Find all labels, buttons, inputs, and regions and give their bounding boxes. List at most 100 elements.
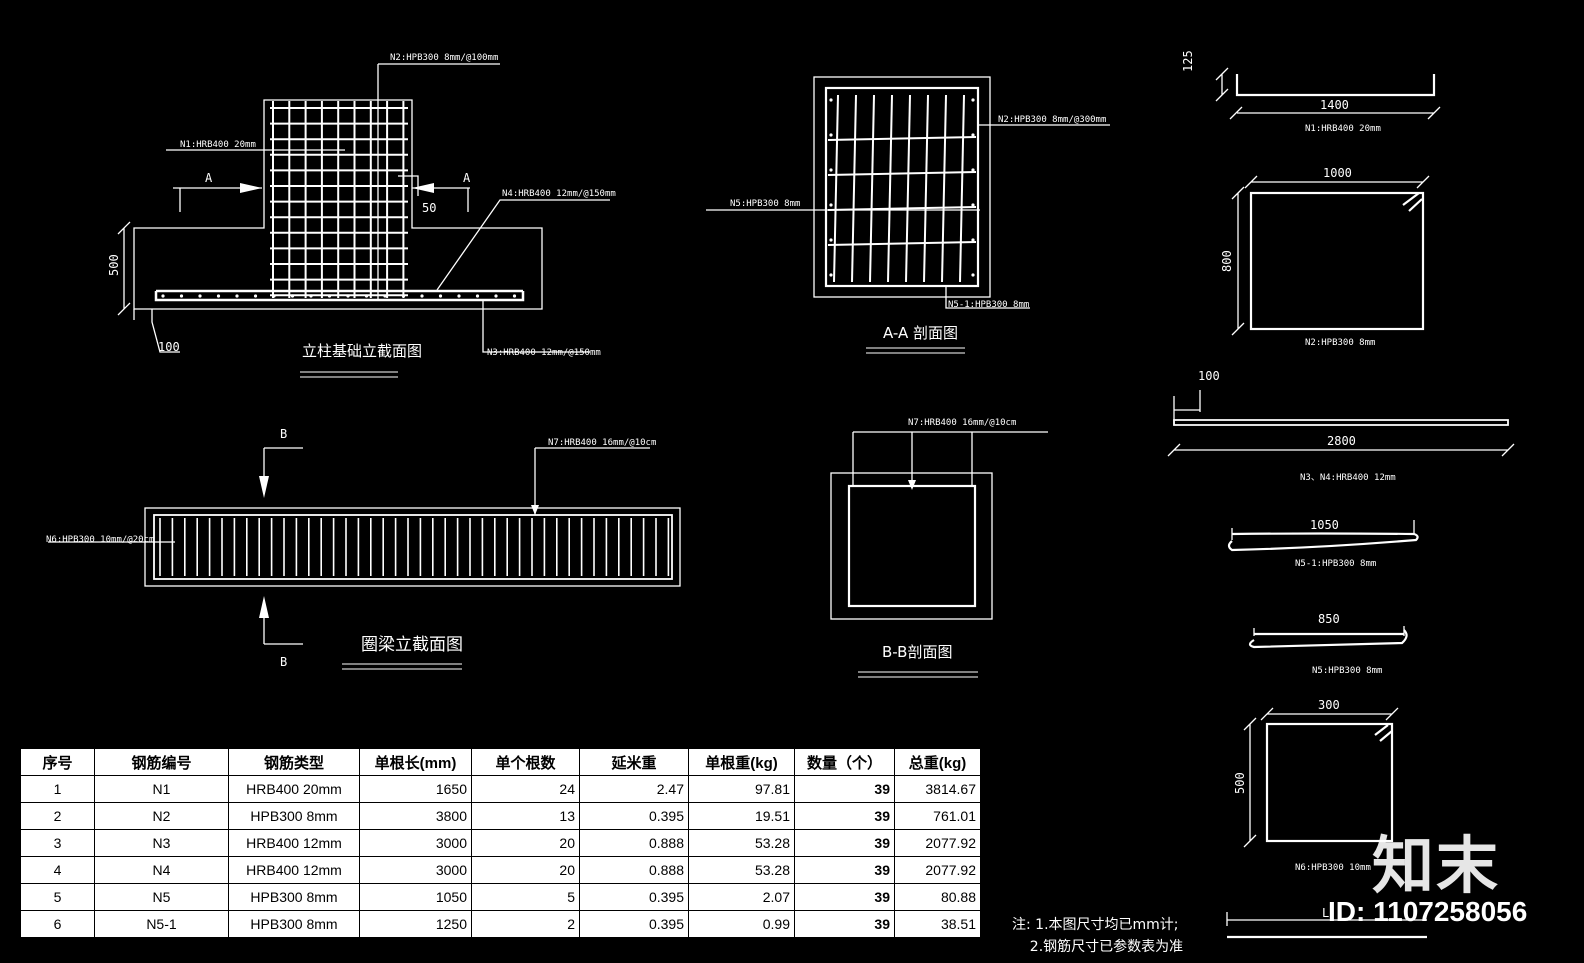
dim-50: 50 — [422, 201, 436, 215]
aa-horizontal-bar — [827, 171, 977, 176]
col-header: 单根长(mm) — [359, 748, 472, 776]
n34-shape-label: N3、N4:HRB400 12mm — [1300, 473, 1396, 483]
table-cell: 0.888 — [579, 856, 689, 884]
aa-vertical-bar — [941, 94, 947, 283]
table-cell: 39 — [794, 829, 895, 857]
aa-vertical-bar — [887, 94, 893, 283]
col-header: 钢筋编号 — [94, 748, 229, 776]
table-cell: 20 — [471, 856, 580, 884]
table-cell: 3814.67 — [894, 775, 981, 803]
l-shape-dim: L — [1322, 906, 1329, 920]
rebar-schedule-table: 序号 钢筋编号 钢筋类型 单根长(mm) 单个根数 延米重 单根重(kg) 数量… — [20, 748, 981, 938]
n4-label: N4:HRB400 12mm/@150mm — [502, 189, 616, 199]
table-cell: 2077.92 — [894, 829, 981, 857]
bottom-bar-dot — [512, 294, 517, 298]
aa-bar-dot — [829, 98, 833, 102]
bb-n7-label: N7:HRB400 16mm/@10cm — [908, 418, 1016, 428]
col-header: 单个根数 — [471, 748, 580, 776]
dim-500: 500 — [107, 254, 121, 276]
table-cell: 80.88 — [894, 883, 981, 911]
table-cell: 53.28 — [688, 829, 795, 857]
col-header: 单根重(kg) — [688, 748, 795, 776]
table-cell: 3000 — [359, 856, 472, 884]
table-cell: N2 — [94, 802, 229, 830]
brand-logo: 知末 — [1372, 829, 1501, 902]
aa-horizontal-bar — [827, 241, 977, 246]
n6-shape-width: 300 — [1318, 698, 1340, 712]
aa-vertical-bar — [923, 94, 929, 283]
column-foundation-section — [117, 63, 610, 378]
n1-label: N1:HRB400 20mm — [180, 140, 256, 150]
aa-bar-dot — [829, 238, 833, 242]
table-cell: HPB300 8mm — [228, 910, 360, 938]
table-cell: 24 — [471, 775, 580, 803]
n1-shape-dim: 1400 — [1320, 98, 1349, 112]
bar-shape-schedule — [1167, 67, 1515, 939]
section-bb — [830, 431, 1048, 678]
table-cell: 1650 — [359, 775, 472, 803]
table-cell: 1250 — [359, 910, 472, 938]
n2-shape-height: 800 — [1220, 250, 1234, 272]
col-header: 延米重 — [579, 748, 689, 776]
bottom-bar-dot — [198, 294, 202, 298]
table-cell: HRB400 20mm — [228, 775, 360, 803]
table-cell: 53.28 — [688, 856, 795, 884]
table-cell: 2.47 — [579, 775, 689, 803]
bottom-bar-dot — [161, 294, 165, 298]
aa-n2-label: N2:HPB300 8mm/@300mm — [998, 115, 1106, 125]
column-section-title: 立柱基础立截面图 — [302, 342, 422, 360]
n1-shape-label: N1:HRB400 20mm — [1305, 124, 1381, 134]
section-mark-b-bottom: B — [280, 655, 287, 669]
table-cell: HPB300 8mm — [228, 883, 360, 911]
col-header: 总重(kg) — [894, 748, 981, 776]
n5-shape-dim: 850 — [1318, 612, 1340, 626]
col-header: 数量（个） — [794, 748, 895, 776]
bottom-bar-dot — [235, 294, 239, 298]
aa-bar-dot — [971, 238, 975, 242]
beam-n6-label: N6:HPB300 10mm/@20cm — [46, 535, 154, 545]
table-cell: 0.395 — [579, 910, 689, 938]
bottom-bar-dot — [420, 294, 424, 298]
beam-n7-label: N7:HRB400 16mm/@10cm — [548, 438, 656, 448]
table-cell: 5 — [20, 883, 95, 911]
table-cell: N5 — [94, 883, 229, 911]
table-cell: 0.395 — [579, 883, 689, 911]
table-cell: 3800 — [359, 802, 472, 830]
aa-bar-dot — [829, 168, 833, 172]
aa-vertical-bar — [869, 94, 875, 283]
n51-shape-dim: 1050 — [1310, 518, 1339, 532]
table-cell: 20 — [471, 829, 580, 857]
table-cell: 38.51 — [894, 910, 981, 938]
table-cell: N4 — [94, 856, 229, 884]
table-cell: 39 — [794, 802, 895, 830]
aa-bar-dot — [971, 98, 975, 102]
aa-vertical-bar — [905, 94, 911, 283]
bottom-bar-dot — [438, 294, 443, 298]
table-cell: HRB400 12mm — [228, 856, 360, 884]
bottom-bar-dot — [364, 294, 369, 298]
aa-n51-label: N5-1:HPB300 8mm — [948, 300, 1029, 310]
col-header: 钢筋类型 — [228, 748, 360, 776]
ring-beam-title: 圈梁立截面图 — [361, 635, 463, 655]
bottom-bar-dot — [309, 294, 313, 298]
section-mark-a-left: A — [205, 171, 213, 185]
table-cell: 0.888 — [579, 829, 689, 857]
n6-shape-height: 500 — [1233, 772, 1247, 794]
aa-vertical-bar — [833, 94, 839, 283]
bottom-bar-dot — [216, 294, 221, 298]
table-cell: 39 — [794, 883, 895, 911]
aa-bar-dot — [829, 203, 833, 207]
table-cell: 3000 — [359, 829, 472, 857]
aa-bar-dot — [971, 168, 975, 172]
n51-shape-label: N5-1:HPB300 8mm — [1295, 559, 1376, 569]
n34-shape-dim: 2800 — [1327, 434, 1356, 448]
bottom-bar-dot — [272, 294, 276, 298]
bottom-bar-dot — [475, 294, 480, 298]
section-mark-a-right: A — [463, 171, 471, 185]
aa-bar-dot — [971, 203, 975, 207]
table-cell: 0.395 — [579, 802, 689, 830]
table-cell: 2077.92 — [894, 856, 981, 884]
aa-n5-label: N5:HPB300 8mm — [730, 199, 800, 209]
